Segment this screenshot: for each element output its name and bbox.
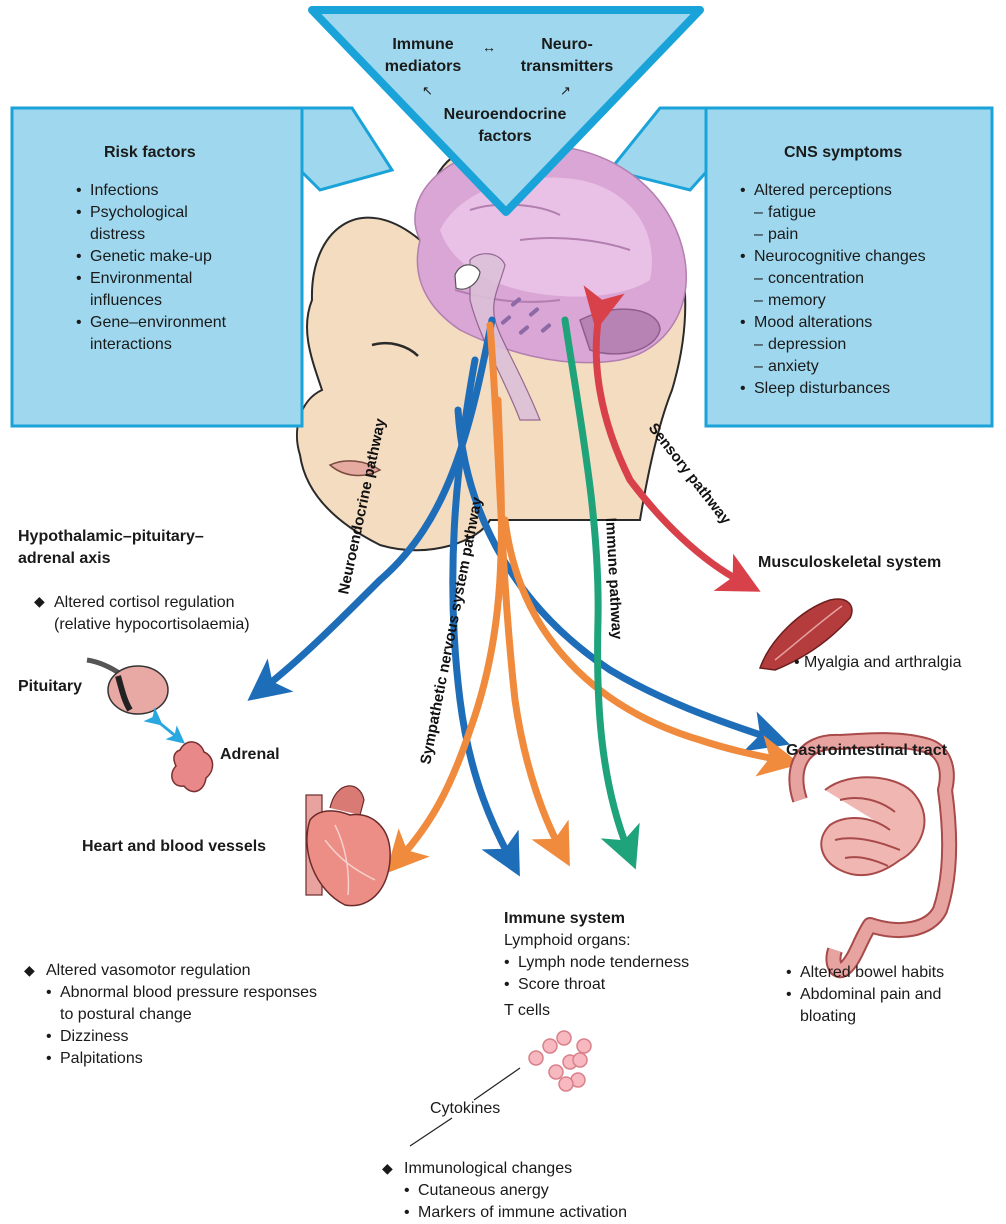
- heart-illustration: [306, 786, 390, 906]
- cns-item: Sleep disturbances: [740, 378, 990, 400]
- immunological-changes-list: Cutaneous anergy Markers of immune activ…: [404, 1180, 684, 1224]
- risk-box-connector: [300, 108, 392, 190]
- cns-symptoms-list: Altered perceptions fatigue pain Neuroco…: [740, 180, 990, 400]
- immunological-change-item: Markers of immune activation: [404, 1202, 684, 1224]
- adrenal-illustration: [172, 742, 213, 792]
- cns-symptoms-title: CNS symptoms: [784, 142, 902, 164]
- immune-system-title: Immune system: [504, 908, 625, 930]
- cns-item: Mood alterations: [740, 312, 990, 334]
- adrenal-label: Adrenal: [220, 744, 280, 766]
- cytokines-leader-line-top: [474, 1068, 520, 1100]
- t-cells-cluster: [529, 1031, 591, 1091]
- t-cells-label: T cells: [504, 1000, 550, 1022]
- cns-item: Altered perceptions: [740, 180, 990, 202]
- neurotransmitters-label: Neuro-transmitters: [502, 34, 632, 78]
- musculoskeletal-item: • Myalgia and arthralgia: [794, 652, 961, 674]
- intestine-illustration: [796, 740, 949, 970]
- gi-item: Altered bowel habits: [786, 962, 996, 984]
- cns-subitem: pain: [754, 224, 990, 246]
- arrow-left-diag: ↖: [422, 80, 433, 102]
- immune-item: Lymph node tenderness: [504, 952, 754, 974]
- immune-list: Lymph node tenderness Score throat: [504, 952, 754, 996]
- pathway-label-immune: Immune pathway: [602, 517, 625, 640]
- hpa-note: Altered cortisol regulation(relative hyp…: [54, 592, 250, 636]
- cytokines-label: Cytokines: [430, 1098, 500, 1120]
- diamond-bullet: ◆: [34, 593, 45, 610]
- pituitary-adrenal-arrow: [156, 720, 178, 738]
- gi-title: Gastrointestinal tract: [786, 740, 947, 762]
- immunological-changes-title: Immunological changes: [404, 1158, 572, 1180]
- immune-item: Score throat: [504, 974, 754, 996]
- lymphoid-organs-label: Lymphoid organs:: [504, 930, 631, 952]
- hpa-title: Hypothalamic–pituitary–adrenal axis: [18, 526, 204, 570]
- cytokines-leader-line-bottom: [410, 1118, 452, 1146]
- diamond-bullet: ◆: [382, 1160, 393, 1177]
- arrow-right-diag: ↗: [560, 80, 571, 102]
- immunological-change-item: Cutaneous anergy: [404, 1180, 684, 1202]
- gi-list: Altered bowel habits Abdominal pain andb…: [786, 962, 996, 1028]
- cns-subitem: depression: [754, 334, 990, 356]
- cns-item: Neurocognitive changes: [740, 246, 990, 268]
- cns-subitem: concentration: [754, 268, 990, 290]
- heart-item: Dizziness: [46, 1026, 366, 1048]
- cns-subitem: memory: [754, 290, 990, 312]
- diamond-bullet: ◆: [24, 962, 35, 979]
- cns-subitem: fatigue: [754, 202, 990, 224]
- heart-note: Altered vasomotor regulation: [46, 960, 251, 982]
- heart-item: Palpitations: [46, 1048, 366, 1070]
- risk-item: Genetic make-up: [76, 246, 296, 268]
- heart-title: Heart and blood vessels: [82, 836, 266, 858]
- cns-subitem: anxiety: [754, 356, 990, 378]
- risk-factors-title: Risk factors: [104, 142, 196, 164]
- pituitary-label: Pituitary: [18, 676, 82, 698]
- bidirectional-arrow-h: ↔: [482, 36, 496, 58]
- pituitary-illustration: [87, 660, 168, 714]
- risk-item: Infections: [76, 180, 296, 202]
- musculoskeletal-title: Musculoskeletal system: [758, 552, 941, 574]
